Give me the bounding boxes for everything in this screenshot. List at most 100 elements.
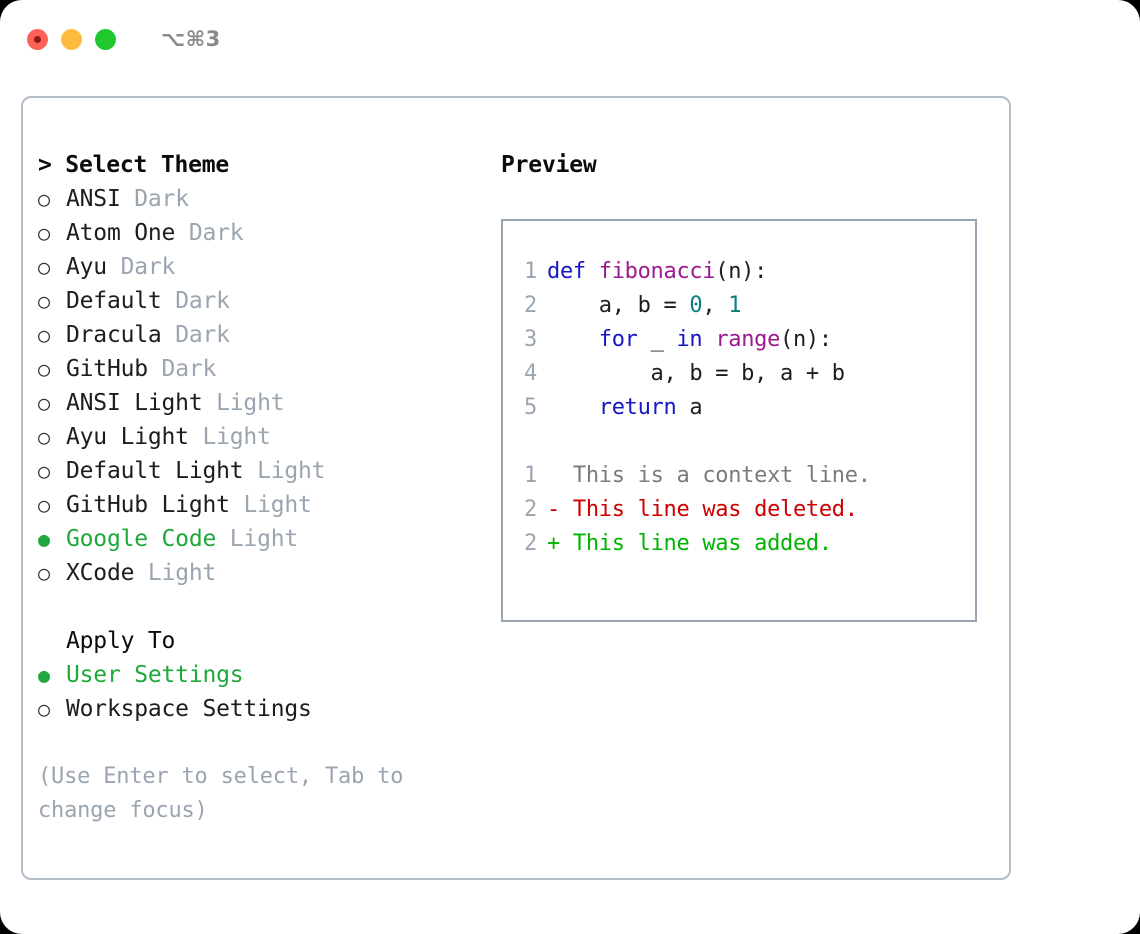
code-line-text: def fibonacci(n):: [547, 255, 767, 289]
label-separator: [148, 352, 162, 386]
radio-unselected-icon: ○: [38, 221, 50, 245]
theme-option-label: Google Code: [66, 526, 217, 552]
line-number: 5: [524, 395, 537, 420]
code-token-num: 0: [689, 293, 703, 318]
code-token-fn: fibonacci: [598, 259, 716, 284]
code-token-num: 1: [728, 293, 742, 318]
theme-option-label: Ayu Light: [66, 424, 189, 450]
code-token-plain: [547, 327, 599, 352]
code-token-plain: (n):: [780, 327, 832, 352]
theme-option-label: GitHub: [66, 356, 148, 382]
diff-line-text: This is a context line.: [559, 463, 871, 488]
theme-option-kind: Light: [216, 390, 285, 416]
label-separator: [202, 386, 216, 420]
theme-option-label: Ayu: [66, 254, 107, 280]
maximize-window-icon[interactable]: [95, 28, 116, 50]
theme-option-kind: Light: [202, 424, 271, 450]
radio-unselected-icon: ○: [38, 697, 50, 721]
apply-to-option-workspace-settings[interactable]: ○ Workspace Settings: [38, 692, 478, 726]
label-separator: [216, 522, 230, 556]
theme-option-label: ANSI: [66, 186, 121, 212]
theme-option-kind: Light: [243, 492, 312, 518]
diff-marker: +: [547, 531, 560, 556]
diff-line: 1 This is a context line.: [503, 459, 975, 493]
apply-to-header: Apply To: [66, 628, 176, 654]
theme-option-label: GitHub Light: [66, 492, 230, 518]
theme-option-label: Dracula: [66, 322, 162, 348]
theme-option-kind: Light: [147, 560, 217, 586]
radio-unselected-icon: ○: [38, 323, 50, 347]
theme-option-kind: Dark: [188, 220, 244, 246]
theme-option-github-light[interactable]: ○ GitHub Light Light: [38, 488, 478, 522]
radio-unselected-icon: ○: [38, 187, 50, 211]
diff-sample: 1 This is a context line.2- This line wa…: [503, 459, 975, 561]
code-token-plain: ,: [702, 293, 729, 318]
label-separator: [162, 284, 176, 318]
label-separator: [243, 454, 257, 488]
theme-option-ansi-light[interactable]: ○ANSI Light Light: [38, 386, 478, 420]
code-token-plain: (n):: [715, 259, 768, 284]
code-line: 2 a, b = 0, 1: [503, 289, 975, 323]
radio-unselected-icon: ○: [38, 493, 50, 517]
theme-option-google-code[interactable]: ●Google Code Light: [38, 522, 478, 556]
section-spacer: [38, 590, 478, 624]
label-separator: [107, 250, 121, 284]
diff-line-text: This line was added.: [559, 531, 832, 556]
code-token-plain: a, b =: [547, 293, 690, 318]
theme-option-github[interactable]: ○GitHub Dark: [38, 352, 478, 386]
label-separator: [162, 318, 176, 352]
code-token-plain: a: [676, 395, 703, 420]
line-number: 4: [524, 361, 537, 386]
code-token-fn: range: [715, 327, 781, 352]
diff-marker: -: [547, 497, 560, 522]
close-window-icon[interactable]: [27, 28, 48, 50]
code-line: 3 for _ in range(n):: [503, 323, 975, 357]
label-separator: [230, 488, 244, 522]
label-separator: [189, 420, 203, 454]
code-line-text: for _ in range(n):: [547, 323, 832, 357]
theme-option-label: Default Light: [66, 458, 244, 484]
radio-selected-icon: ●: [38, 663, 50, 687]
apply-to-option-user-settings[interactable]: ●User Settings: [38, 658, 478, 692]
theme-option-label: ANSI Light: [66, 390, 203, 416]
theme-option-ansi[interactable]: ○ ANSI Dark: [38, 182, 478, 216]
code-token-kw: for: [598, 327, 638, 352]
main-panel: > Select Theme ○ANSI Dark○Atom One Dark○…: [21, 96, 1011, 880]
code-token-kw: def: [547, 259, 599, 284]
theme-option-xcode[interactable]: ○XCode Light: [38, 556, 478, 590]
diff-line: 2+ This line was added.: [503, 527, 975, 561]
radio-selected-icon: ●: [38, 527, 50, 551]
preview-gap: [503, 425, 975, 459]
theme-option-atom-one[interactable]: ○ Atom One Dark: [38, 216, 478, 250]
theme-option-kind: Dark: [134, 186, 189, 212]
traffic-light-group: [27, 28, 116, 50]
label-separator: [175, 216, 189, 250]
keyboard-hint-text: (Use Enter to select, Tab to change focu…: [38, 764, 404, 823]
minimize-window-icon[interactable]: [61, 28, 82, 50]
line-number: 3: [524, 327, 537, 352]
code-token-plain: [547, 395, 599, 420]
theme-option-ayu[interactable]: ○Ayu Dark: [38, 250, 478, 284]
select-theme-header: > Select Theme: [38, 152, 230, 178]
theme-option-label: Atom One: [66, 220, 176, 246]
theme-option-kind: Light: [257, 458, 326, 484]
radio-unselected-icon: ○: [38, 289, 50, 313]
theme-option-default[interactable]: ○Default Dark: [38, 284, 478, 318]
theme-option-kind: Dark: [175, 288, 230, 314]
code-line-text: a, b = 0, 1: [547, 289, 742, 323]
theme-option-dracula[interactable]: ○Dracula Dark: [38, 318, 478, 352]
preview-title: Preview: [501, 152, 597, 178]
line-number: 1: [524, 463, 537, 488]
code-token-kw: in: [676, 327, 703, 352]
label-separator: [121, 182, 135, 216]
apply-to-option-label: Workspace Settings: [66, 696, 312, 722]
diff-marker: [547, 459, 560, 493]
theme-option-default-light[interactable]: ○Default Light Light: [38, 454, 478, 488]
theme-option-list: ○ANSI Dark○Atom One Dark○Ayu Dark○Defaul…: [38, 182, 478, 590]
theme-option-ayu-light[interactable]: ○Ayu Light Light: [38, 420, 478, 454]
